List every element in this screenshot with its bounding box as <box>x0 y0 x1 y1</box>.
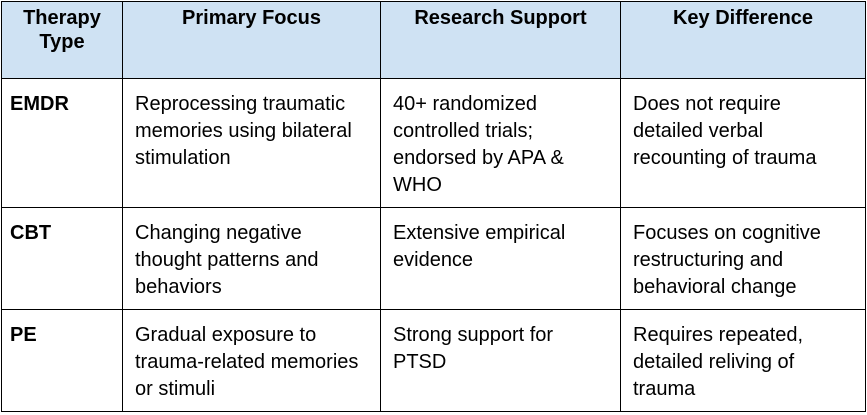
table-row: PE Gradual exposure to trauma-related me… <box>1 309 866 412</box>
header-primary-focus: Primary Focus <box>122 1 381 79</box>
research-support-cell: Extensive empirical evidence <box>380 207 621 310</box>
table-row: CBT Changing negative thought patterns a… <box>1 207 866 310</box>
table-row: EMDR Reprocessing traumatic memories usi… <box>1 78 866 208</box>
header-row: Therapy Type Primary Focus Research Supp… <box>1 1 866 79</box>
header-key-difference: Key Difference <box>620 1 866 79</box>
research-support-cell: 40+ randomized controlled trials; endors… <box>380 78 621 208</box>
therapy-type-cell: PE <box>1 309 123 412</box>
research-support-cell: Strong support for PTSD <box>380 309 621 412</box>
key-difference-cell: Requires repeated, detailed reliving of … <box>620 309 866 412</box>
primary-focus-cell: Gradual exposure to trauma-related memor… <box>122 309 381 412</box>
header-therapy-type: Therapy Type <box>1 1 123 79</box>
primary-focus-cell: Reprocessing traumatic memories using bi… <box>122 78 381 208</box>
header-research-support: Research Support <box>380 1 621 79</box>
primary-focus-cell: Changing negative thought patterns and b… <box>122 207 381 310</box>
table-header: Therapy Type Primary Focus Research Supp… <box>1 1 866 79</box>
key-difference-cell: Does not require detailed verbal recount… <box>620 78 866 208</box>
key-difference-cell: Focuses on cognitive restructuring and b… <box>620 207 866 310</box>
therapy-type-cell: EMDR <box>1 78 123 208</box>
therapy-type-cell: CBT <box>1 207 123 310</box>
table-body: EMDR Reprocessing traumatic memories usi… <box>1 78 866 412</box>
